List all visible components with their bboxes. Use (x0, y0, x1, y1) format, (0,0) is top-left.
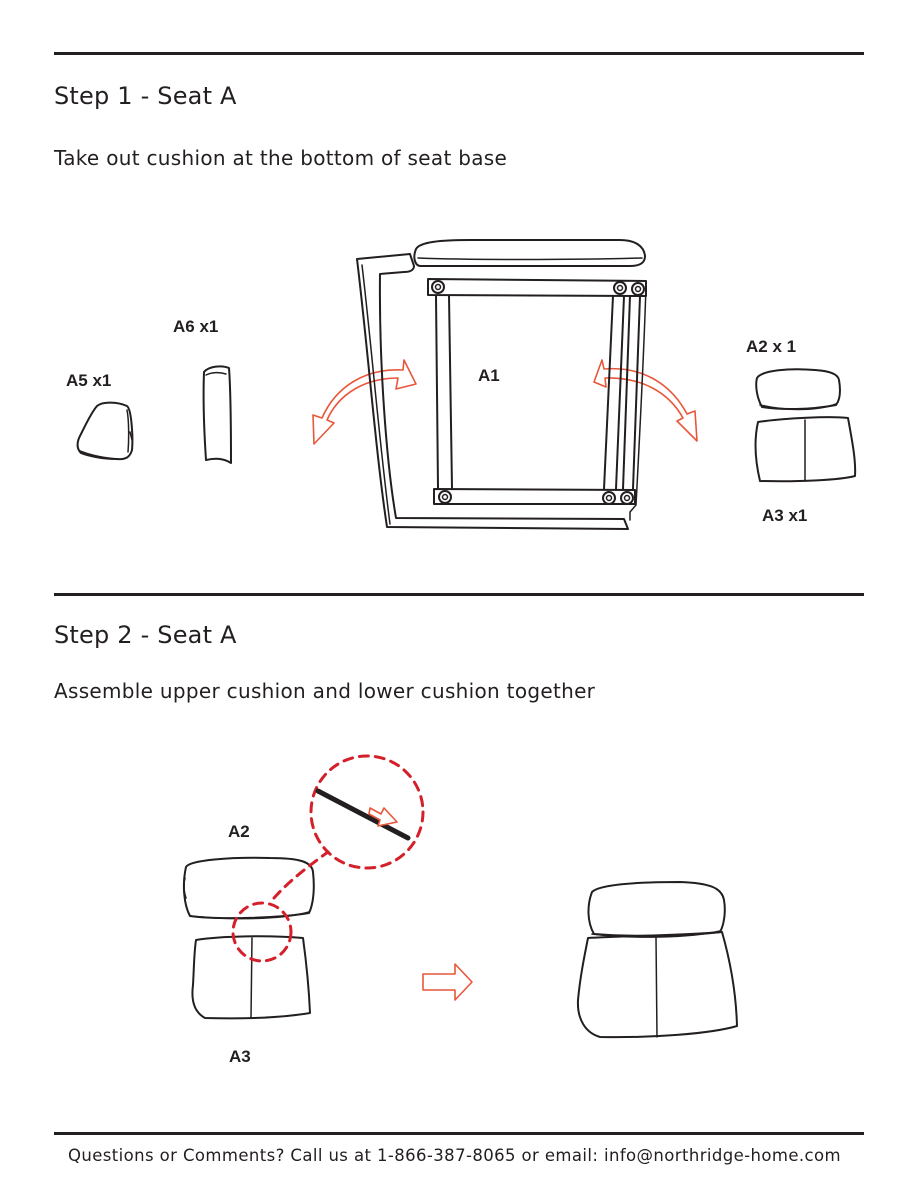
a2-cushion-drawing (755, 368, 841, 411)
label-a5: A5 x1 (66, 371, 112, 390)
remove-arrow-left-icon (312, 359, 417, 445)
step2-a2-cushion-drawing (182, 856, 315, 920)
zipper-detail-line (315, 788, 411, 841)
step2-description: Assemble upper cushion and lower cushion… (54, 679, 596, 703)
label-a6: A6 x1 (173, 317, 219, 336)
footer-contact: Questions or Comments? Call us at 1-866-… (68, 1146, 841, 1165)
label-a2: A2 x 1 (746, 337, 797, 356)
label-a1: A1 (478, 366, 500, 385)
label-step2-a2: A2 (228, 822, 250, 841)
a3-cushion-drawing (754, 416, 857, 483)
callout-connector-line (272, 850, 330, 900)
label-step2-a3: A3 (229, 1047, 251, 1066)
footer-rule (54, 1132, 864, 1135)
step1-description: Take out cushion at the bottom of seat b… (54, 146, 508, 170)
step2-a3-cushion-drawing (191, 935, 311, 1020)
a1-seat-base-drawing (356, 239, 647, 530)
step1-title: Step 1 - Seat A (54, 82, 237, 110)
step-divider-rule (54, 593, 864, 596)
step2-title: Step 2 - Seat A (54, 621, 237, 649)
a6-strip-drawing (202, 365, 232, 464)
joint-highlight-circle (231, 901, 293, 963)
result-arrow-icon (422, 963, 473, 1001)
zipper-direction-arrow-icon (368, 807, 398, 827)
a5-cushion-drawing (76, 401, 134, 461)
top-rule (54, 52, 864, 55)
zoom-detail-circle (309, 754, 425, 870)
assembled-cushion-drawing (576, 881, 738, 1039)
label-a3: A3 x1 (762, 506, 808, 525)
